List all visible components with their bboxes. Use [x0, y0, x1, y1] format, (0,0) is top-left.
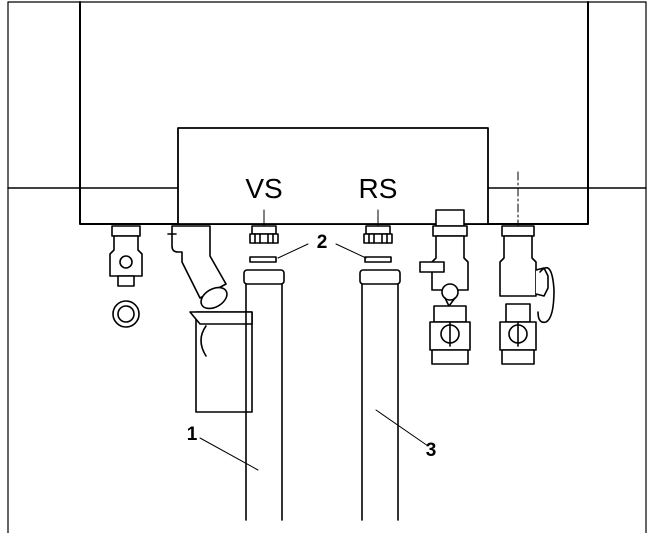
flow-seal: [249, 256, 277, 263]
flow-connection-stub: [249, 209, 279, 244]
return-connection-label: RS: [359, 173, 398, 204]
callout-leaders: [199, 243, 429, 471]
callout-2: 2: [317, 232, 328, 253]
fill-drain-valve: [499, 225, 555, 365]
left-shutoff-valve: [109, 225, 143, 287]
diagram-frame: [7, 1, 647, 534]
connection-panel: [177, 127, 489, 225]
drain-fitting: [189, 311, 253, 413]
callout-1: 1: [187, 424, 198, 445]
condensate-elbow: [167, 225, 228, 310]
callout-3: 3: [426, 440, 437, 461]
return-seal: [364, 256, 392, 263]
flow-pipe: [243, 269, 285, 521]
return-pipe: [359, 269, 401, 521]
gas-valve: [419, 209, 471, 365]
flow-connection-label: VS: [245, 173, 282, 204]
return-connection-stub: [363, 209, 393, 244]
loose-nut: [112, 300, 140, 328]
